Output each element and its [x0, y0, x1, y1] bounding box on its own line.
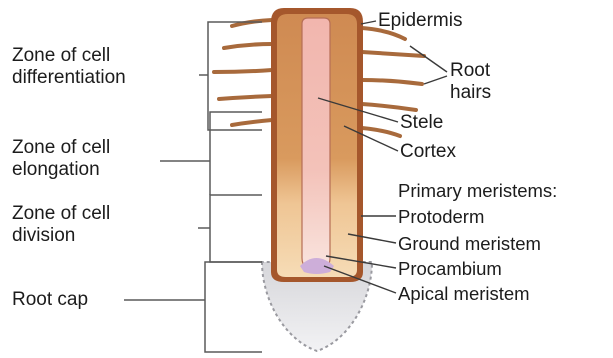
zone-division-label-line2: division — [12, 225, 75, 246]
bracket-root-cap — [205, 262, 262, 352]
root-hair — [214, 70, 272, 72]
cortex-label: Cortex — [400, 141, 456, 162]
zone-elongation-label-line2: elongation — [12, 159, 100, 180]
leader-root-hairs-2 — [424, 76, 447, 84]
stele-label: Stele — [400, 112, 443, 133]
leader-epidermis — [361, 21, 376, 24]
leader-root-hairs-1 — [410, 46, 447, 72]
root-hairs-label-line2: hairs — [450, 82, 491, 103]
root-hair — [224, 44, 272, 48]
ground-meristem-label: Ground meristem — [398, 233, 541, 254]
root-hair — [232, 20, 272, 26]
zone-differentiation-label-line2: differentiation — [12, 67, 126, 88]
stele-shape — [302, 18, 330, 270]
root-hair — [219, 96, 272, 99]
zone-differentiation-label-line1: Zone of cell — [12, 45, 110, 66]
zone-division-label-line1: Zone of cell — [12, 203, 110, 224]
bracket-differentiation — [208, 22, 262, 130]
protoderm-label: Protoderm — [398, 206, 484, 227]
root-hairs-label-line1: Root — [450, 60, 490, 81]
root-hair — [362, 104, 416, 110]
root-hair — [362, 80, 422, 84]
primary-meristems-heading: Primary meristems: — [398, 180, 557, 201]
root-hair — [232, 120, 272, 125]
zone-elongation-label-line1: Zone of cell — [12, 137, 110, 158]
procambium-label: Procambium — [398, 258, 502, 279]
root-hair — [362, 128, 400, 136]
root-hair — [362, 52, 424, 56]
bracket-division — [210, 195, 262, 262]
apical-meristem-label: Apical meristem — [398, 283, 530, 304]
epidermis-label: Epidermis — [378, 10, 462, 31]
root-cap-label: Root cap — [12, 289, 88, 310]
